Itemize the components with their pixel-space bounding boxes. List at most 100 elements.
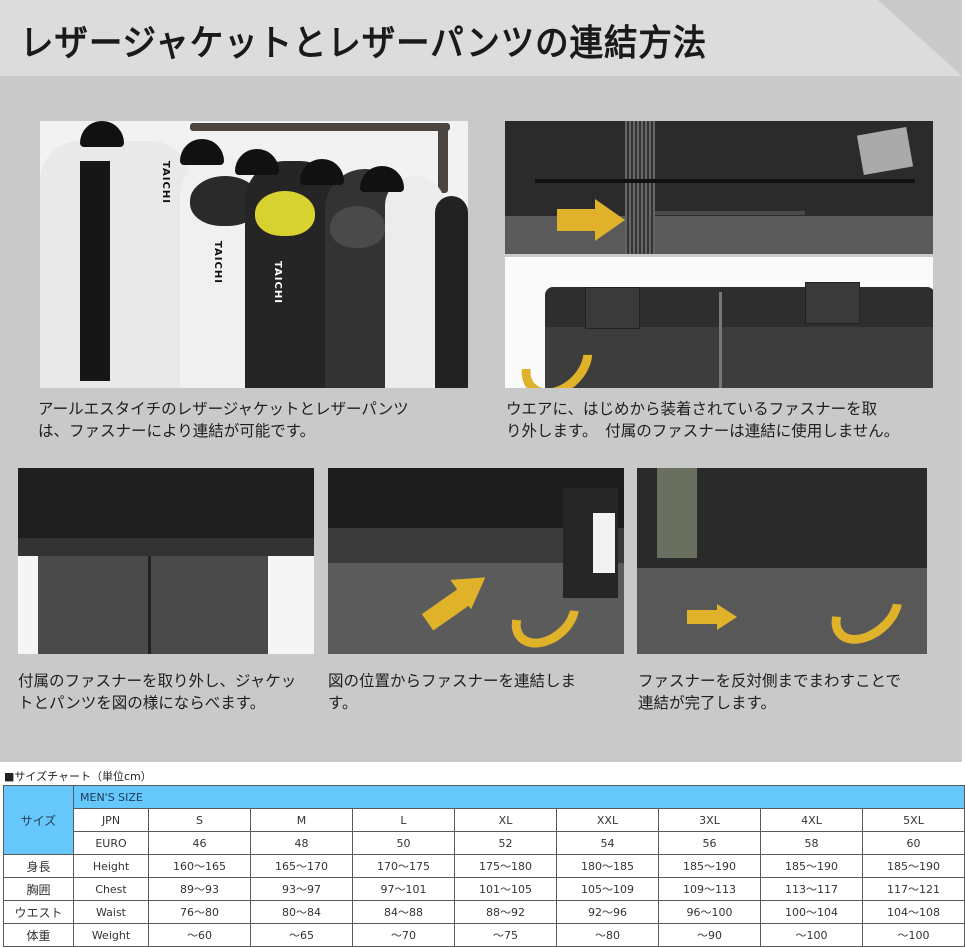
shoulder-pad (330, 206, 385, 248)
table-row-weight: 体重 Weight 〜60 〜65 〜70 〜75 〜80 〜90 〜100 〜… (3, 923, 965, 947)
table-cell: 113〜117 (760, 877, 863, 901)
page-title: レザージャケットとレザーパンツの連結方法 (20, 23, 708, 64)
euro-size-cell: 48 (250, 831, 353, 855)
fly-zipper (148, 548, 151, 654)
table-cell: 180〜185 (556, 854, 659, 878)
jpn-size-cell: 5XL (862, 808, 965, 832)
jpn-size-cell: 3XL (658, 808, 761, 832)
jacket-label (856, 126, 914, 176)
euro-label: EURO (73, 831, 149, 855)
caption-step-2: 図の位置からファスナーを連結しま す。 (328, 670, 576, 714)
table-cell: 105〜109 (556, 877, 659, 901)
caption-line: は、ファスナーにより連結が可能です。 (38, 422, 316, 440)
table-cell: 165〜170 (250, 854, 353, 878)
jpn-size-cell: M (250, 808, 353, 832)
ce-label (593, 513, 615, 573)
table-cell: 76〜80 (148, 900, 251, 924)
table-row-chest: 胸囲 Chest 89〜93 93〜97 97〜101 101〜105 105〜… (3, 877, 965, 901)
table-row-jpn: JPN S M L XL XXL 3XL 4XL 5XL (4, 808, 965, 832)
shoulder-pad-yellow (255, 191, 315, 236)
photo-step-align (18, 468, 314, 654)
jpn-size-cell: S (148, 808, 251, 832)
row-label-en: Waist (73, 900, 149, 924)
table-cell: 88〜92 (454, 900, 557, 924)
caption-step-3: ファスナーを反対側までまわすことで 連結が完了します。 (638, 670, 901, 714)
size-chart-table: サイズ MEN'S SIZE JPN S M L XL XXL 3XL 4XL … (3, 785, 965, 947)
mesh-strip (625, 121, 655, 254)
table-row-group-header: サイズ MEN'S SIZE (3, 785, 965, 855)
caption-line: 付属のファスナーを取り外し、ジャケッ (18, 672, 297, 690)
table-cell: 170〜175 (352, 854, 455, 878)
size-chart-title: ■サイズチャート（単位cm） (4, 770, 152, 783)
table-row-euro: EURO 46 48 50 52 54 56 58 60 (4, 831, 965, 855)
table-row-height: 身長 Height 160〜165 165〜170 170〜175 175〜18… (3, 854, 965, 878)
caption-line: り外します。 付属のファスナーは連結に使用しません。 (506, 422, 900, 440)
table-cell: 〜60 (148, 923, 251, 947)
row-label-jp: ウエスト (3, 900, 74, 924)
table-cell: 109〜113 (658, 877, 761, 901)
mesh-liner (657, 468, 697, 558)
size-label-cell: サイズ (3, 785, 74, 855)
caption-line: す。 (328, 694, 358, 712)
table-cell: 160〜165 (148, 854, 251, 878)
table-cell: 92〜96 (556, 900, 659, 924)
jpn-size-cell: 4XL (760, 808, 863, 832)
rail-leg (438, 123, 448, 193)
table-cell: 93〜97 (250, 877, 353, 901)
table-cell: 89〜93 (148, 877, 251, 901)
table-cell: 〜90 (658, 923, 761, 947)
row-label-en: Chest (73, 877, 149, 901)
waist-band (18, 538, 314, 556)
row-label-jp: 身長 (3, 854, 74, 878)
euro-size-cell: 56 (658, 831, 761, 855)
hanger (235, 149, 279, 175)
table-cell: 84〜88 (352, 900, 455, 924)
caption-line: トとパンツを図の様にならべます。 (18, 694, 266, 712)
table-row-waist: ウエスト Waist 76〜80 80〜84 84〜88 88〜92 92〜96… (3, 900, 965, 924)
brand-logo: TAICHI (272, 261, 283, 304)
caption-intro: アールエスタイチのレザージャケットとレザーパンツ は、ファスナーにより連結が可能… (38, 398, 409, 442)
table-cell: 185〜190 (862, 854, 965, 878)
euro-size-cell: 54 (556, 831, 659, 855)
table-cell: 101〜105 (454, 877, 557, 901)
row-label-jp: 体重 (3, 923, 74, 947)
brand-logo: TAICHI (212, 241, 223, 284)
arrow-head (717, 604, 737, 630)
table-cell: 〜80 (556, 923, 659, 947)
photo-jackets-on-rack: TAICHI TAICHI TAICHI (40, 121, 468, 388)
table-cell: 〜65 (250, 923, 353, 947)
euro-size-cell: 50 (352, 831, 455, 855)
hanger (180, 139, 224, 165)
photo-step-connect (328, 468, 624, 654)
pants-mesh (637, 568, 927, 654)
table-cell: 104〜108 (862, 900, 965, 924)
table-cell: 96〜100 (658, 900, 761, 924)
table-cell: 185〜190 (658, 854, 761, 878)
table-cell: 〜75 (454, 923, 557, 947)
jpn-size-cell: L (352, 808, 455, 832)
title-banner (0, 0, 962, 76)
euro-size-cell: 46 (148, 831, 251, 855)
table-cell: 100〜104 (760, 900, 863, 924)
table-cell: 97〜101 (352, 877, 455, 901)
table-cell: 175〜180 (454, 854, 557, 878)
row-label-en: Weight (73, 923, 149, 947)
arrow-right-icon (687, 610, 717, 624)
euro-size-cell: 52 (454, 831, 557, 855)
caption-line: ファスナーを反対側までまわすことで (638, 672, 902, 690)
photo-step-complete (637, 468, 927, 654)
jpn-size-cell: XXL (556, 808, 659, 832)
photo-pants-waist (505, 257, 933, 388)
euro-size-cell: 60 (862, 831, 965, 855)
brand-logo: TAICHI (160, 161, 171, 204)
clothing-rail (190, 123, 450, 131)
table-cell: 185〜190 (760, 854, 863, 878)
caption-step-1: 付属のファスナーを取り外し、ジャケッ トとパンツを図の様にならべます。 (18, 670, 296, 714)
jacket-white (40, 141, 190, 388)
jacket-hem (18, 468, 314, 548)
hanger (80, 121, 124, 147)
jacket-panel (80, 161, 110, 381)
mens-size-header: MEN'S SIZE (73, 785, 965, 809)
waist-tab (805, 282, 860, 324)
jacket-black (435, 196, 468, 388)
